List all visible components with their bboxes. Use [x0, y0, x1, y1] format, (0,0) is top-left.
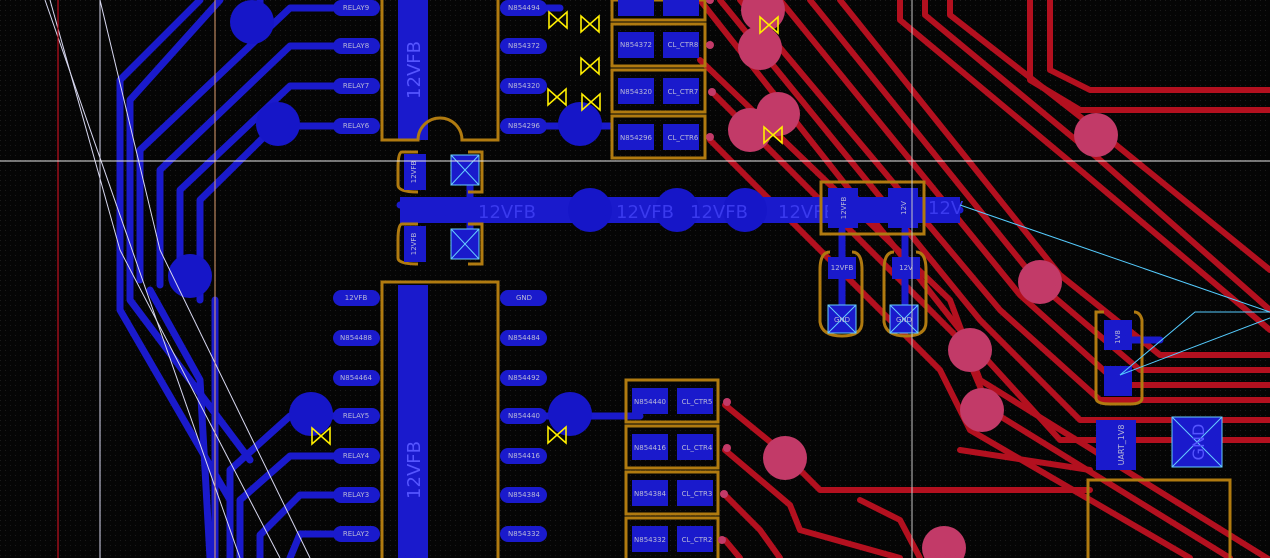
- bus-label: 12V: [928, 198, 964, 219]
- pin-label: RELAY4: [343, 452, 370, 460]
- cap-label: 12V: [900, 201, 908, 215]
- resistor-array-bottom[interactable]: N854440 CL_CTR5 N854416 CL_CTR4 N854384 …: [624, 378, 731, 558]
- bus-label: 12VFB: [778, 202, 836, 223]
- pin-labels: RELAY9 RELAY8 RELAY7 RELAY6 N854494 N854…: [340, 4, 541, 538]
- cap-label: 12VFB: [840, 197, 848, 220]
- pin-label: 12VFB: [345, 294, 368, 302]
- cap-label: 12VFB: [410, 233, 418, 256]
- resistor-name-label: CL_CTR2: [682, 536, 713, 544]
- cap-label: 12VFB: [831, 264, 854, 272]
- cap-label: GND: [834, 316, 850, 324]
- drc-markers[interactable]: [311, 10, 783, 446]
- pin-label: N854484: [508, 334, 541, 342]
- resistor-net-label: N854440: [634, 398, 666, 406]
- pin-label: RELAY7: [343, 82, 369, 90]
- red-vias[interactable]: [728, 0, 1118, 558]
- cap-label: 12V: [899, 264, 913, 272]
- bus-label: 12VFB: [478, 202, 536, 223]
- pin-label: RELAY3: [343, 491, 369, 499]
- connector-outline[interactable]: [1086, 478, 1232, 558]
- resistor-net-label: N854296: [620, 134, 653, 142]
- resistor-name-label: CL_CTR3: [682, 490, 713, 498]
- resistor-net-label: N854332: [634, 536, 666, 544]
- cap-label: 12VFB: [410, 161, 418, 184]
- bus-label: 12VFB: [690, 202, 748, 223]
- ic-net-labels: 12VFB 12VFB: [404, 41, 425, 499]
- pin-label: RELAY6: [343, 122, 370, 130]
- guide-lines: [44, 0, 311, 558]
- cap-label: 1V8: [1114, 330, 1122, 344]
- pin-label: GND: [516, 294, 532, 302]
- ic-packages[interactable]: [380, 0, 500, 558]
- capacitor-c5[interactable]: 12V GND: [882, 250, 928, 338]
- pin-label: N854488: [340, 334, 372, 342]
- ratsnest-lines: [959, 204, 1270, 376]
- gnd-pad-label: GND: [1189, 424, 1208, 461]
- pin-label: N854296: [508, 122, 541, 130]
- pin-label: N854416: [508, 452, 541, 460]
- uart-label: UART_1V8: [1117, 425, 1126, 466]
- resistor-net-label: N854320: [620, 88, 652, 96]
- capacitor-c3[interactable]: 12VFB 12V: [819, 180, 926, 236]
- resistor-name-label: CL_CTR8: [668, 41, 699, 49]
- pin-label: N854440: [508, 412, 540, 420]
- resistor-name-label: CL_CTR7: [668, 88, 699, 96]
- pin-label: RELAY9: [343, 4, 369, 12]
- pin-label: RELAY8: [343, 42, 369, 50]
- ic-net-label-bottom: 12VFB: [404, 441, 425, 499]
- capacitor-c4[interactable]: 12VFB GND: [818, 250, 864, 338]
- pin-label: N854320: [508, 82, 540, 90]
- bus-label: 12VFB: [616, 202, 674, 223]
- resistor-array-top[interactable]: N854372 CL_CTR8 N854320 CL_CTR7 N854296 …: [610, 0, 716, 160]
- blue-vias[interactable]: [168, 0, 767, 436]
- pin-label: N854384: [508, 491, 541, 499]
- cap-label: GND: [896, 316, 912, 324]
- ic-pin-pads[interactable]: [333, 0, 547, 542]
- resistor-name-label: CL_CTR4: [682, 444, 713, 452]
- pin-label: N854494: [508, 4, 541, 12]
- pin-label: N854332: [508, 530, 540, 538]
- capacitor-c1[interactable]: 12VFB: [396, 150, 484, 194]
- pin-label: RELAY5: [343, 412, 369, 420]
- resistor-name-label: CL_CTR5: [682, 398, 713, 406]
- gnd-pad[interactable]: GND: [1171, 416, 1223, 468]
- uart-pad[interactable]: [1096, 420, 1136, 470]
- resistor-net-label: N854384: [634, 490, 667, 498]
- capacitor-c6[interactable]: 1V8: [1094, 310, 1144, 406]
- resistor-net-label: N854372: [620, 41, 652, 49]
- pin-label: N854372: [508, 42, 540, 50]
- resistor-name-label: CL_CTR6: [668, 134, 699, 142]
- pin-label: N854492: [508, 374, 540, 382]
- pin-label: RELAY2: [343, 530, 369, 538]
- pin-label: N854464: [340, 374, 373, 382]
- resistor-net-label: N854416: [634, 444, 667, 452]
- ic-net-label-top: 12VFB: [404, 41, 425, 99]
- capacitor-c2[interactable]: 12VFB: [396, 222, 484, 266]
